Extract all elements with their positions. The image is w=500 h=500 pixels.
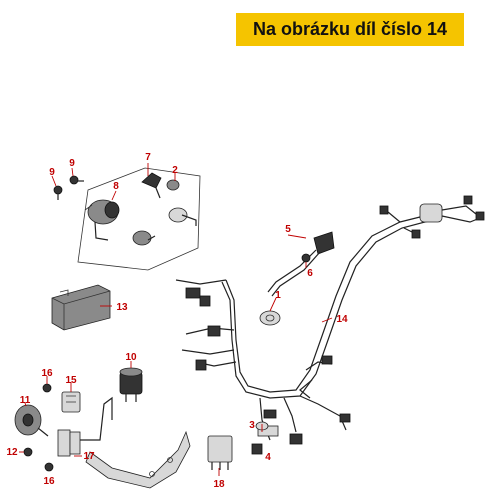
callout-5: 5: [285, 224, 291, 235]
callout-3: 3: [249, 420, 255, 431]
callout-8: 8: [113, 181, 119, 192]
callout-11: 11: [20, 395, 31, 406]
ignition-switch-kit[interactable]: [77, 167, 201, 271]
relay-10[interactable]: [119, 367, 143, 402]
horn[interactable]: [14, 404, 49, 437]
callout-13: 13: [116, 302, 128, 313]
callout-2: 2: [172, 165, 178, 176]
callout-6: 6: [307, 268, 313, 279]
switch-cap: [166, 179, 180, 191]
control-unit[interactable]: [51, 284, 111, 331]
callout-4: 4: [265, 452, 271, 463]
callout-16b: 16: [43, 476, 55, 487]
callout-15: 15: [65, 375, 77, 386]
callout-10: 10: [125, 352, 137, 363]
nut-12[interactable]: [23, 447, 33, 457]
lock-cylinder: [132, 230, 156, 246]
screw-9b[interactable]: [69, 175, 84, 185]
main-wiring-harness[interactable]: [175, 195, 485, 445]
grommet-1[interactable]: [259, 310, 281, 326]
callout-14: 14: [336, 314, 348, 325]
ignition-switch-body: [84, 199, 120, 241]
callout-1: 1: [275, 290, 281, 301]
seat-lock: [168, 207, 197, 226]
connector-4[interactable]: [251, 443, 263, 455]
screw-9a[interactable]: [53, 185, 63, 200]
callout-leaders: [19, 163, 333, 476]
bolt-16a[interactable]: [42, 383, 52, 393]
callout-7: 7: [145, 152, 151, 163]
callout-9b: 9: [69, 158, 75, 169]
relay-18[interactable]: [207, 435, 233, 470]
bolt-16b[interactable]: [44, 462, 54, 472]
callout-9a: 9: [49, 167, 55, 178]
ignition-key: [141, 172, 162, 199]
bolt-6[interactable]: [301, 253, 311, 263]
callout-16a: 16: [41, 368, 53, 379]
bracket-17[interactable]: [57, 396, 191, 489]
part-number-banner: Na obrázku díl číslo 14: [236, 13, 464, 46]
sensor-5[interactable]: [267, 231, 335, 297]
callout-12: 12: [6, 447, 18, 458]
relay-15[interactable]: [61, 391, 81, 413]
callout-17: 17: [83, 451, 95, 462]
callout-18: 18: [213, 479, 225, 490]
